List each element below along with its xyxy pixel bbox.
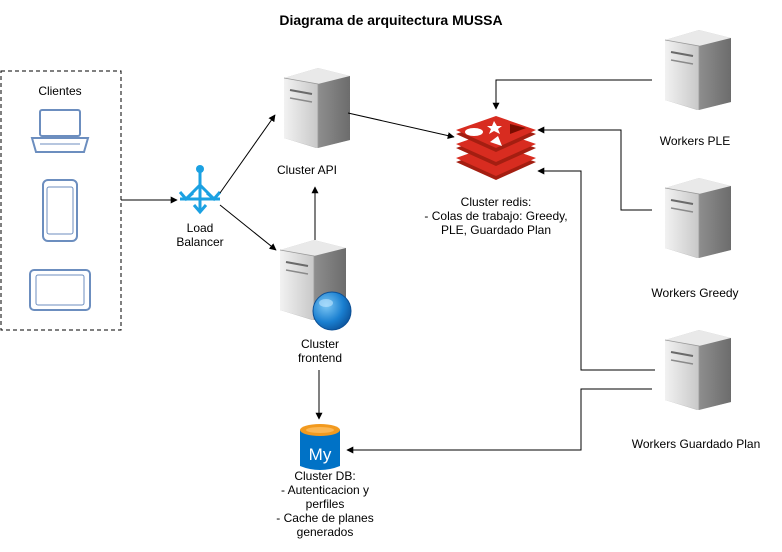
cluster-redis-label-line3: PLE, Guardado Plan	[440, 223, 552, 237]
laptop-icon	[30, 109, 90, 153]
workers-guardado-server-icon	[664, 329, 732, 411]
phone-icon	[42, 179, 78, 242]
cluster-api-label: Cluster API	[276, 163, 338, 177]
load-balancer-label-line1: Load	[186, 221, 214, 235]
cluster-db-label-line4: - Cache de planes	[276, 511, 374, 525]
edge-ple-to-redis	[492, 79, 652, 110]
workers-guardado-label: Workers Guardado Plan	[631, 437, 761, 451]
cluster-redis-label-line1: Cluster redis:	[460, 195, 532, 209]
cluster-db-label-line3: perfiles	[305, 497, 345, 511]
cluster-api-server-icon	[283, 67, 351, 149]
edge-lb-to-frontend	[219, 204, 277, 251]
mysql-icon-text: My	[309, 445, 332, 464]
edge-api-to-redis	[347, 112, 455, 140]
cluster-frontend-label-line1: Cluster	[300, 337, 339, 351]
tablet-icon	[29, 269, 91, 311]
workers-ple-label: Workers PLE	[659, 134, 731, 148]
cluster-redis-label-line2: - Colas de trabajo: Greedy,	[424, 209, 568, 223]
edge-greedy-to-redis	[537, 126, 652, 211]
cluster-db-label-line1: Cluster DB:	[294, 469, 356, 483]
clients-group-box	[0, 70, 122, 331]
redis-icon	[456, 116, 536, 180]
load-balancer-label-line2: Balancer	[176, 235, 224, 249]
globe-icon	[312, 291, 352, 331]
load-balancer-icon	[178, 165, 222, 215]
clients-label: Clientes	[38, 84, 82, 98]
cluster-db-label-line2: - Autenticacion y	[280, 483, 370, 497]
edge-guardado-to-redis	[537, 167, 655, 371]
mysql-database-icon: My	[300, 424, 340, 470]
workers-greedy-server-icon	[664, 177, 732, 259]
cluster-db-label-line5: generados	[296, 525, 354, 539]
edge-lb-to-api	[219, 114, 276, 194]
cluster-frontend-label-line2: frontend	[297, 351, 343, 365]
workers-ple-server-icon	[664, 29, 732, 111]
edge-guardado-to-db	[346, 388, 652, 454]
diagram-title: Diagrama de arquitectura MUSSA	[279, 12, 503, 28]
workers-greedy-label: Workers Greedy	[651, 286, 739, 300]
